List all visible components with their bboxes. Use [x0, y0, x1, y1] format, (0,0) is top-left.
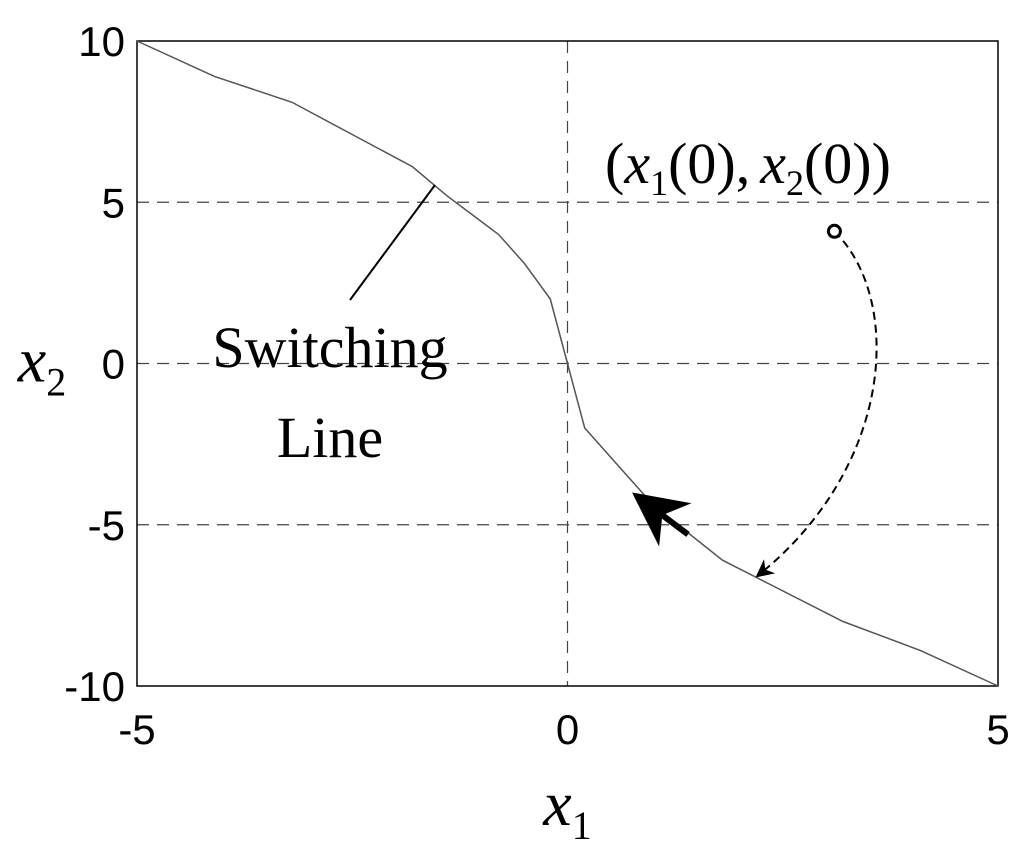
- x-tick-label: -5: [118, 706, 155, 753]
- y-axis-label-var: x: [17, 325, 46, 396]
- y-tick-label: -10: [64, 663, 125, 710]
- x-axis-label: x1: [542, 768, 591, 848]
- series-layer: [136, 40, 999, 687]
- y-tick-label: 0: [102, 341, 125, 388]
- y-tick-label: 10: [78, 18, 125, 65]
- y-tick-label: -5: [88, 502, 125, 549]
- x-axis-label-sub: 1: [572, 803, 592, 848]
- x-tick-label: 0: [556, 706, 579, 753]
- initial-point-label: (x1(0),x2(0)): [605, 131, 891, 203]
- x-axis-label-var: x: [542, 768, 571, 839]
- y-axis-label: x2: [17, 325, 66, 405]
- switching-line: [136, 40, 999, 687]
- y-tick-label: 5: [102, 179, 125, 226]
- y-axis-label-sub: 2: [46, 360, 66, 405]
- plot-frame: [136, 40, 999, 687]
- switching-line-leader: [349, 184, 436, 301]
- x-tick-label: 5: [986, 706, 1009, 753]
- switching-line-label-2: Line: [277, 405, 383, 470]
- switching-line-label-1: Switching: [212, 315, 447, 380]
- trajectory-curve: [755, 230, 878, 578]
- sliding-direction-arrow: [632, 492, 692, 547]
- initial-point-marker: [826, 223, 842, 239]
